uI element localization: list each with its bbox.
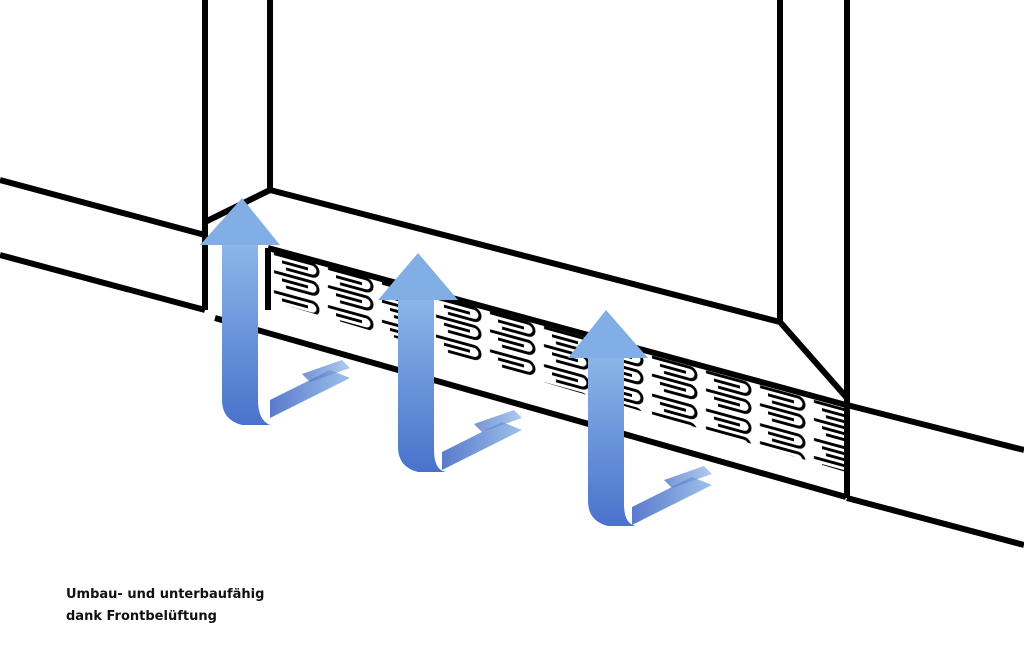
caption-line-1: Umbau- und unterbaufähig <box>66 587 265 602</box>
airflow-arrow-2 <box>378 253 522 472</box>
caption-line-2: dank Frontbelüftung <box>66 609 217 624</box>
airflow-arrow-1 <box>200 198 350 425</box>
airflow-arrow-3 <box>568 310 712 526</box>
caption: Umbau- und unterbaufähig dank Frontbelüf… <box>66 584 264 628</box>
cabinet-outline <box>0 0 1024 548</box>
